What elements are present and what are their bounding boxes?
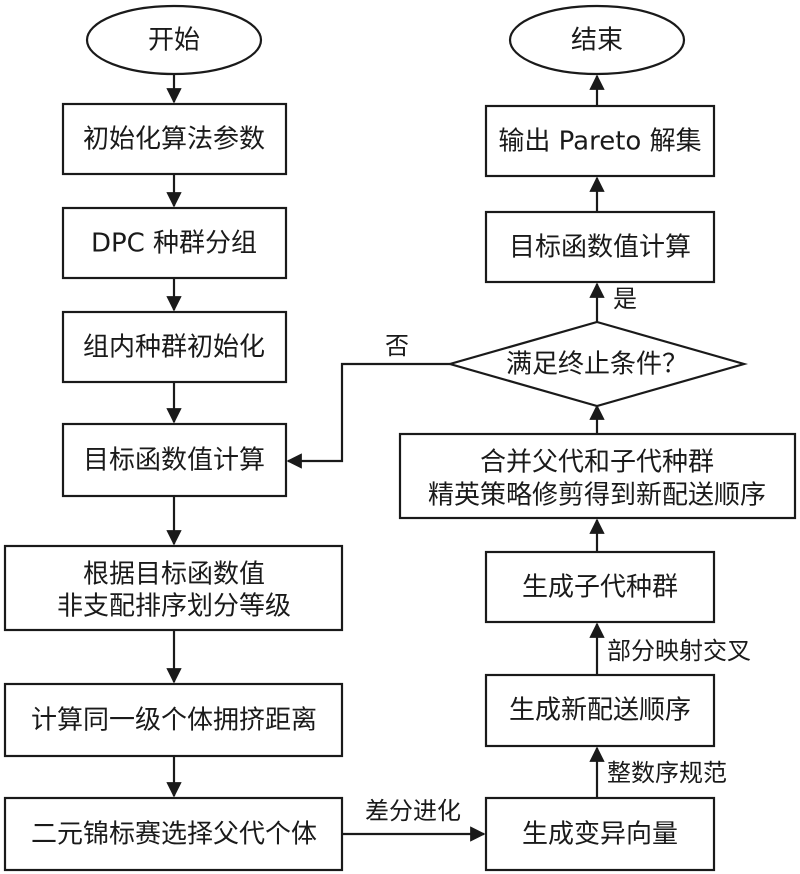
eval-right-node: 目标函数值计算 [484,210,716,284]
tournament-node: 二元锦标赛选择父代个体 [3,796,344,872]
pmx-label: 部分映射交叉 [607,637,751,665]
nondom-sort-node: 根据目标函数值 非支配排序划分等级 [3,544,344,632]
dpc-group-label: DPC 种群分组 [91,229,257,259]
end-label: 结束 [571,26,623,56]
group-init-label: 组内种群初始化 [83,333,265,363]
eval-right-label: 目标函数值计算 [509,233,691,263]
mutation-vector-node: 生成变异向量 [484,796,716,872]
dpc-group-node: DPC 种群分组 [61,206,288,280]
new-order-label: 生成新配送顺序 [509,696,691,726]
crowding-label: 计算同一级个体拥挤距离 [31,706,317,736]
init-params-label: 初始化算法参数 [83,125,265,155]
new-order-node: 生成新配送顺序 [484,673,716,748]
yes-label: 是 [613,285,637,313]
offspring-label: 生成子代种群 [522,573,678,603]
mutation-vector-label: 生成变异向量 [522,820,678,850]
tournament-label: 二元锦标赛选择父代个体 [31,820,317,850]
init-params-node: 初始化算法参数 [61,102,288,176]
stop-check-node: 满足终止条件？ [445,320,749,408]
crowding-node: 计算同一级个体拥挤距离 [3,682,344,758]
diff-evolution-label: 差分进化 [365,797,461,825]
eval-left-node: 目标函数值计算 [61,422,288,498]
no-label: 否 [385,332,409,360]
start-label: 开始 [148,26,200,56]
output-node: 输出 Pareto 解集 [484,104,716,178]
nondom-sort-line1: 根据目标函数值 [83,560,265,590]
edge-check-no-to-eval [286,362,450,469]
group-init-node: 组内种群初始化 [61,310,288,384]
merge-prune-line2: 精英策略修剪得到新配送顺序 [428,481,766,511]
nondom-sort-line2: 非支配排序划分等级 [57,592,291,622]
eval-left-label: 目标函数值计算 [83,446,265,476]
merge-prune-node: 合并父代和子代种群 精英策略修剪得到新配送顺序 [398,432,797,520]
start-node: 开始 [85,4,263,76]
stop-check-label: 满足终止条件？ [506,350,688,380]
offspring-node: 生成子代种群 [484,550,716,624]
end-node: 结束 [508,4,686,76]
output-label: 输出 Pareto 解集 [498,127,701,157]
merge-prune-line1: 合并父代和子代种群 [480,448,714,478]
integer-order-label: 整数序规范 [607,759,727,787]
